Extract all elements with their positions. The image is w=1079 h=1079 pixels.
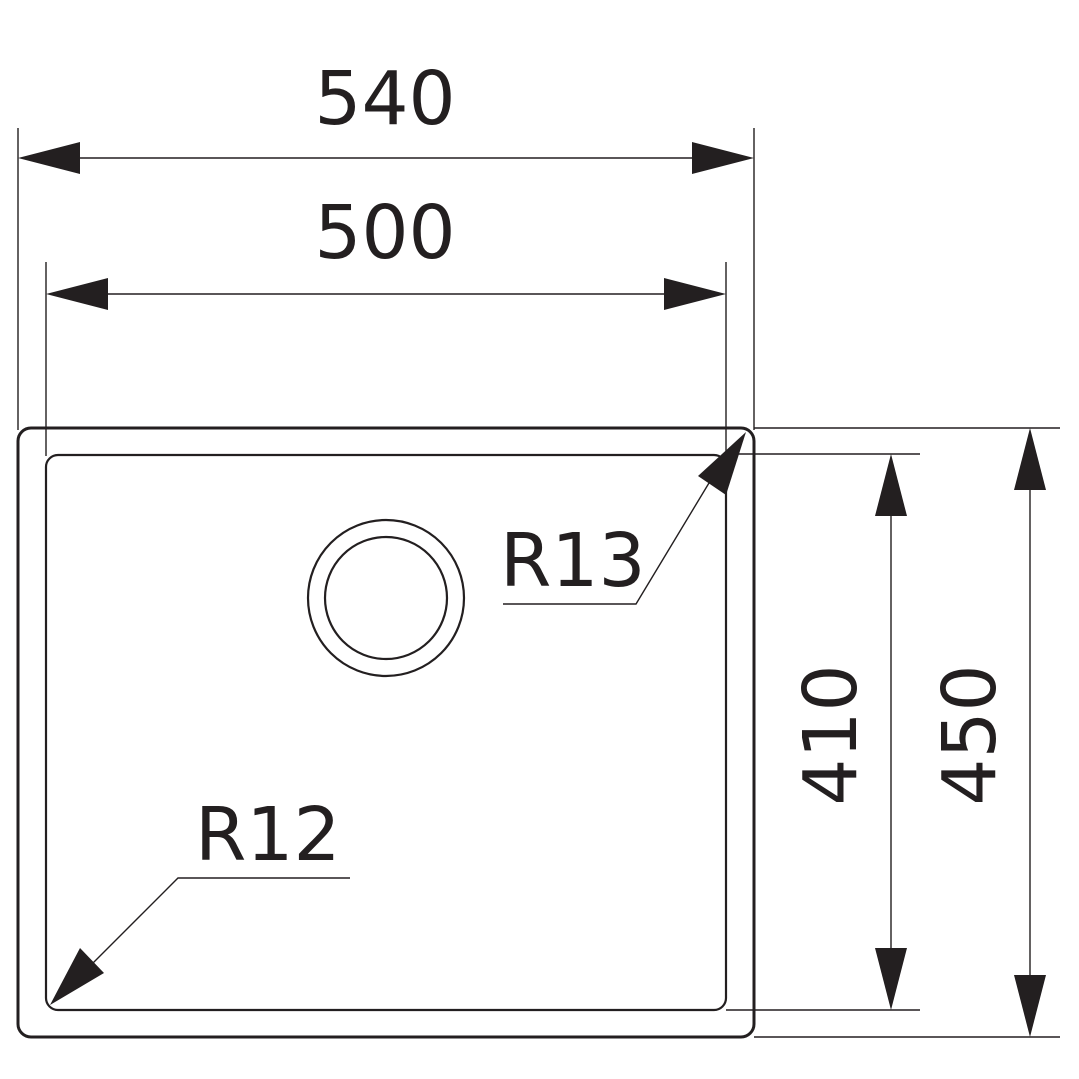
arrowhead-r12 [50,948,104,1005]
dimension-label-450: 450 [927,664,1013,805]
dimension-410: 410 [788,454,907,1010]
arrowhead-r13 [698,432,746,495]
arrowhead-bottom [875,948,907,1010]
dimension-500: 500 [46,190,726,310]
arrowhead-left [46,278,108,310]
arrowhead-right [664,278,726,310]
dimension-label-500: 500 [314,190,455,276]
radius-callout-r13: R13 [500,432,746,605]
arrowhead-left [18,142,80,174]
arrowhead-right [692,142,754,174]
arrowhead-top [875,454,907,516]
sink-inner-bowl [44,453,728,1012]
drain-inner-ring [323,535,449,661]
dimension-540: 540 [18,56,754,174]
radius-callout-r12: R12 [50,792,350,1005]
radius-label-r12: R12 [195,792,341,878]
dimension-label-540: 540 [314,56,455,142]
dimension-label-410: 410 [788,664,874,805]
arrowhead-bottom [1014,975,1046,1037]
arrowhead-top [1014,428,1046,490]
drain-outer-ring [306,518,466,678]
drain [306,518,466,678]
sink-outer-outline [16,426,756,1039]
dimension-450: 450 [927,428,1046,1037]
radius-label-r13: R13 [500,518,646,604]
